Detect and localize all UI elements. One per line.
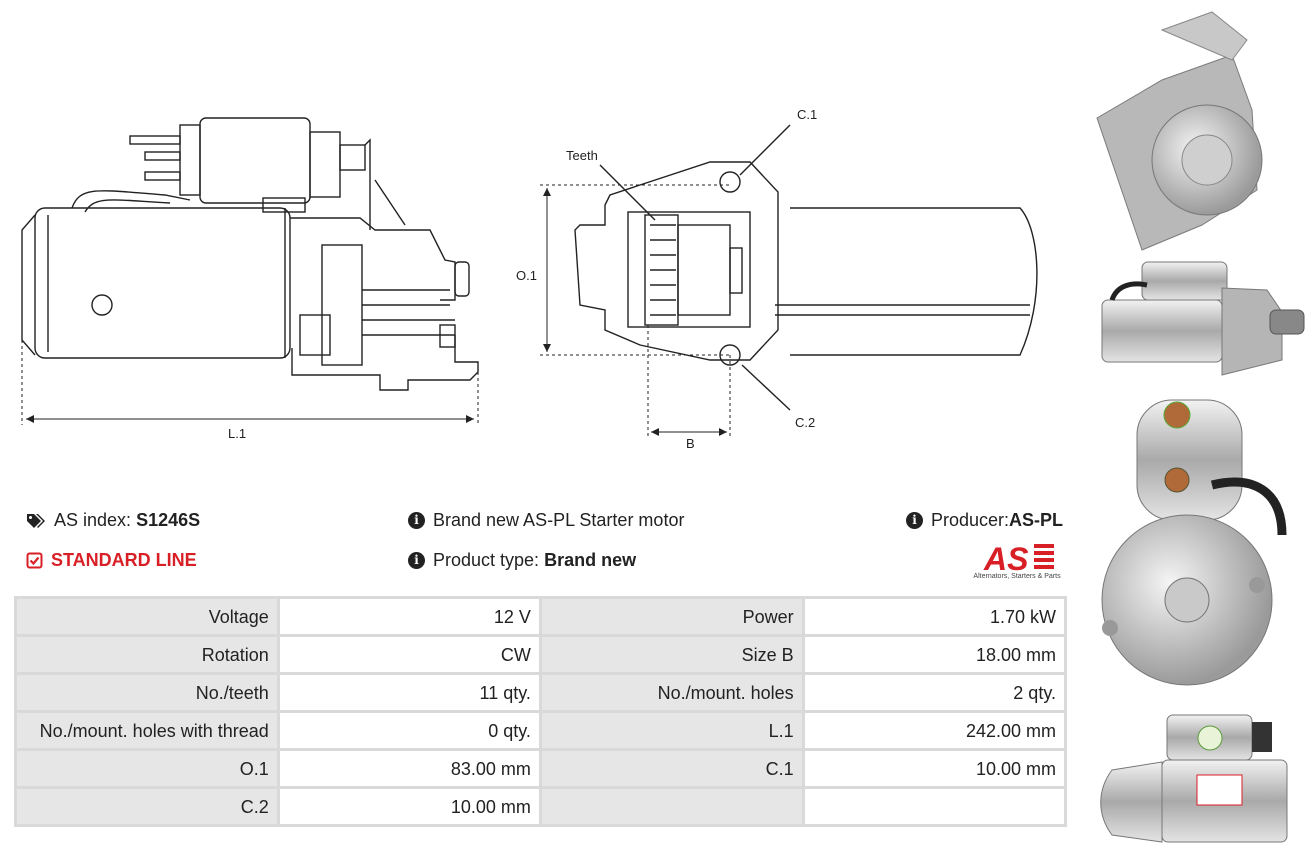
photo-label-side <box>1100 714 1288 843</box>
photo-front-housing <box>1096 11 1263 251</box>
product-type-line: i Product type: Brand new <box>408 550 636 571</box>
spec-value: CW <box>279 637 539 672</box>
dim-label-o1: O.1 <box>516 268 537 283</box>
producer-line: i Producer: AS-PL <box>906 510 1063 531</box>
info-circle-icon: i <box>408 552 425 569</box>
as-index-value: S1246S <box>136 510 201 530</box>
technical-drawing: L.1 Teeth C.1 C.2 O.1 B <box>0 0 1080 470</box>
dim-label-b: B <box>686 436 695 451</box>
spec-key: L.1 <box>541 713 802 748</box>
svg-text:AS: AS <box>983 541 1029 574</box>
spec-value: 12 V <box>279 599 539 634</box>
spec-key: C.2 <box>17 789 277 824</box>
spec-value: 10.00 mm <box>804 751 1064 786</box>
spec-value: 10.00 mm <box>279 789 539 824</box>
side-view-starter <box>21 117 479 391</box>
logo-tagline: Alternators, Starters & Parts <box>973 573 1061 580</box>
as-pl-logo: AS <box>962 540 1072 584</box>
dim-label-l1: L.1 <box>228 426 246 441</box>
spec-value: 18.00 mm <box>804 637 1064 672</box>
info-circle-icon: i <box>906 512 923 529</box>
photo-side-view <box>1101 261 1305 376</box>
producer-label: Producer: <box>931 510 1010 530</box>
spec-key: C.1 <box>541 751 802 786</box>
spec-key: Size B <box>541 637 802 672</box>
check-square-icon <box>26 552 43 569</box>
tags-icon <box>26 513 46 529</box>
description-text: Brand new AS-PL Starter motor <box>433 510 685 530</box>
spec-key: No./mount. holes with thread <box>17 713 277 748</box>
spec-key: No./mount. holes <box>541 675 802 710</box>
spec-value: 0 qty. <box>279 713 539 748</box>
spec-key <box>541 789 802 824</box>
standard-line-text: STANDARD LINE <box>51 550 197 570</box>
info-circle-icon: i <box>408 512 425 529</box>
product-type-label: Product type: <box>433 550 540 570</box>
spec-value: 1.70 kW <box>804 599 1064 634</box>
as-index-label: AS index: <box>54 510 132 530</box>
starter-drawing-svg: L.1 Teeth C.1 C.2 O.1 B <box>21 107 1038 451</box>
photo-rear-view <box>1101 399 1287 686</box>
spec-value: 2 qty. <box>804 675 1064 710</box>
spec-value: 83.00 mm <box>279 751 539 786</box>
spec-key: No./teeth <box>17 675 277 710</box>
spec-value: 11 qty. <box>279 675 539 710</box>
spec-key: Rotation <box>17 637 277 672</box>
spec-value: 242.00 mm <box>804 713 1064 748</box>
product-type-value: Brand new <box>544 550 637 570</box>
spec-key: O.1 <box>17 751 277 786</box>
product-photos <box>1082 0 1316 860</box>
dim-label-teeth: Teeth <box>566 148 598 163</box>
dim-label-c2: C.2 <box>795 415 815 430</box>
spec-value <box>804 789 1064 824</box>
product-photos-svg <box>1096 11 1305 843</box>
producer-value: AS-PL <box>1009 510 1064 530</box>
dim-label-c1: C.1 <box>797 107 817 122</box>
front-view-starter <box>574 124 1038 411</box>
standard-line-badge: STANDARD LINE <box>26 550 197 571</box>
spec-key: Power <box>541 599 802 634</box>
spec-key: Voltage <box>17 599 277 634</box>
as-index-line: AS index: S1246S <box>26 510 200 531</box>
description-line: i Brand new AS-PL Starter motor <box>408 510 684 531</box>
